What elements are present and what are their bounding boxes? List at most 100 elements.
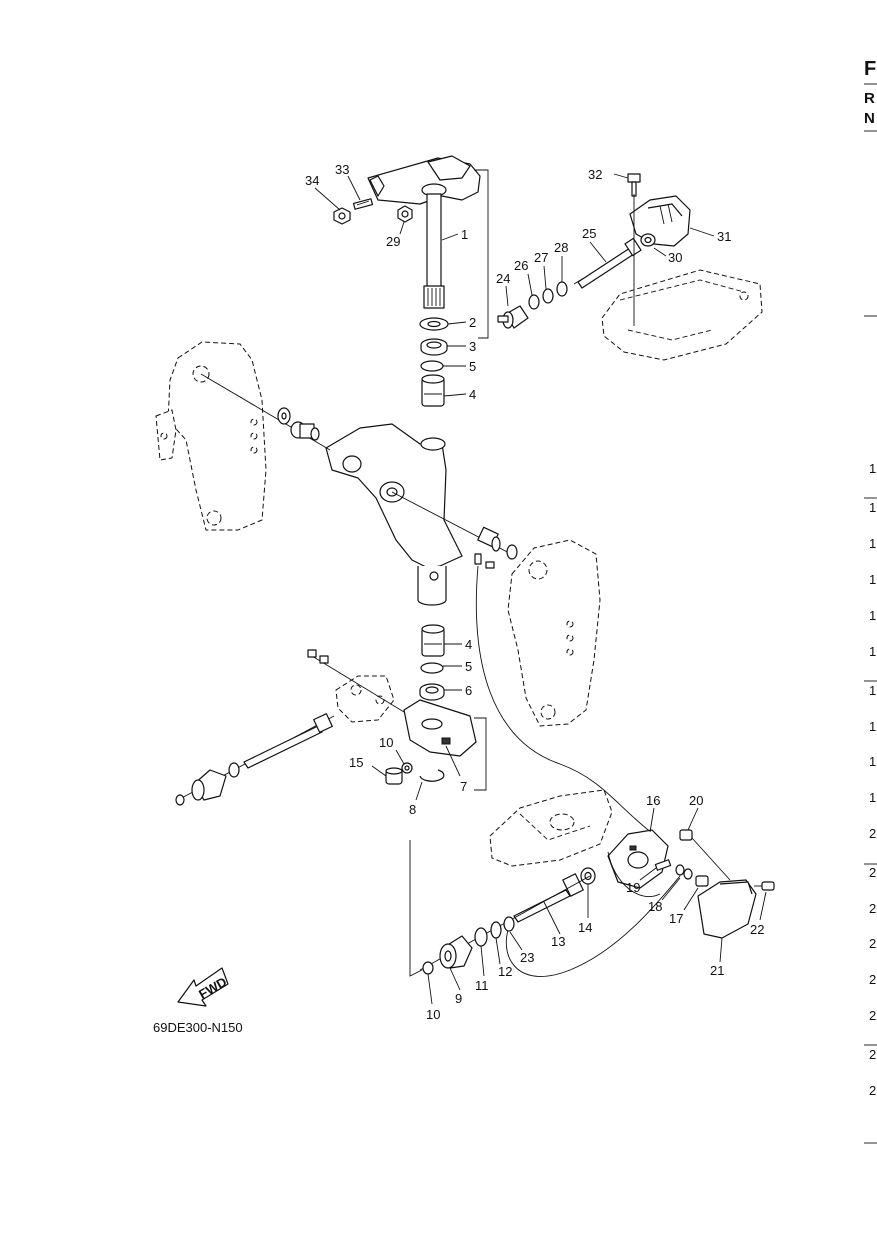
bolt-32 bbox=[627, 173, 641, 197]
tilt-washer-right bbox=[506, 544, 518, 560]
callout-16: 16 bbox=[646, 793, 660, 808]
callout-15: 15 bbox=[349, 755, 363, 770]
steering-arm bbox=[367, 155, 481, 205]
right-edge-rules bbox=[864, 83, 877, 1144]
seal-3 bbox=[420, 338, 448, 356]
callout-5-upper: 5 bbox=[469, 359, 476, 374]
callout-29: 29 bbox=[386, 234, 400, 249]
cover-21 bbox=[697, 879, 757, 939]
edge-char: 1 bbox=[869, 683, 877, 698]
callout-13: 13 bbox=[551, 934, 565, 949]
lower-case-ghost bbox=[489, 789, 613, 867]
leader-lines bbox=[314, 173, 767, 1005]
callout-20: 20 bbox=[689, 793, 703, 808]
edge-char: 1 bbox=[869, 790, 877, 805]
edge-char: 1 bbox=[869, 608, 877, 623]
tilt-bushing-right bbox=[477, 526, 501, 552]
diagram-code: 69DE300-N150 bbox=[153, 1020, 243, 1035]
bolt-17 bbox=[695, 875, 709, 887]
callout-17: 17 bbox=[669, 911, 683, 926]
edge-char: 2 bbox=[869, 865, 877, 880]
callout-7: 7 bbox=[460, 779, 467, 794]
edge-char: 1 bbox=[869, 644, 877, 659]
callout-24: 24 bbox=[496, 271, 510, 286]
edge-char: 2 bbox=[869, 1047, 877, 1062]
washer-10-lower bbox=[422, 961, 434, 975]
callout-4-upper: 4 bbox=[469, 387, 476, 402]
callout-33: 33 bbox=[335, 162, 349, 177]
nut-34 bbox=[333, 207, 351, 225]
edge-letter-f: F bbox=[864, 58, 877, 80]
callout-11: 11 bbox=[475, 978, 489, 993]
edge-letter-n: N bbox=[864, 110, 875, 127]
washer-18 bbox=[675, 864, 693, 880]
seal-6 bbox=[419, 683, 445, 701]
callout-9: 9 bbox=[455, 991, 462, 1006]
callout-6: 6 bbox=[465, 683, 472, 698]
washer-11 bbox=[474, 927, 488, 947]
bolt-33 bbox=[352, 198, 374, 210]
fwd-arrow-icon: FWD bbox=[177, 967, 229, 1007]
callout-25: 25 bbox=[582, 226, 596, 241]
edge-letter-r: R bbox=[864, 90, 875, 107]
callout-2: 2 bbox=[469, 315, 476, 330]
edge-char: 1 bbox=[869, 754, 877, 769]
edge-char: 1 bbox=[869, 719, 877, 734]
washer-12 bbox=[490, 921, 502, 939]
edge-char: 1 bbox=[869, 572, 877, 587]
callout-28: 28 bbox=[554, 240, 568, 255]
callout-31: 31 bbox=[717, 229, 731, 244]
bottom-cowling-ghost bbox=[601, 269, 763, 361]
collar-14 bbox=[580, 867, 596, 885]
mount-9 bbox=[439, 935, 473, 969]
callout-4-lower: 4 bbox=[465, 637, 472, 652]
clamp-bracket-left bbox=[155, 341, 267, 531]
lower-mount-bracket-7 bbox=[403, 699, 477, 757]
steering-shaft bbox=[423, 193, 445, 309]
bushing-4-lower bbox=[421, 624, 445, 657]
edge-char: 2 bbox=[869, 1008, 877, 1023]
collar-30 bbox=[640, 233, 656, 247]
callout-10-upper: 10 bbox=[379, 735, 393, 750]
washer-10-upper bbox=[401, 762, 413, 774]
clamp-bracket-right bbox=[507, 539, 601, 727]
edge-char: 2 bbox=[869, 826, 877, 841]
callout-12: 12 bbox=[498, 964, 512, 979]
callout-8: 8 bbox=[409, 802, 416, 817]
callout-21: 21 bbox=[710, 963, 724, 978]
grease-fitting bbox=[474, 553, 495, 569]
callout-19: 19 bbox=[626, 880, 640, 895]
washer-28 bbox=[556, 281, 568, 297]
tilt-washer-left bbox=[277, 407, 291, 425]
bushing-23 bbox=[503, 916, 515, 932]
edge-char: 2 bbox=[869, 901, 877, 916]
callout-23: 23 bbox=[520, 950, 534, 965]
callout-34: 34 bbox=[305, 173, 319, 188]
bolt-19 bbox=[654, 859, 672, 871]
washer-2 bbox=[419, 317, 449, 331]
bracket-16 bbox=[607, 829, 669, 889]
edge-char: 2 bbox=[869, 1083, 877, 1098]
bolt-ghost-lower-left bbox=[243, 713, 333, 769]
tilt-bushing-left bbox=[290, 421, 320, 441]
bushing-4-upper bbox=[421, 374, 445, 407]
edge-char: 1 bbox=[869, 461, 877, 476]
callout-18: 18 bbox=[648, 899, 662, 914]
joint-24 bbox=[497, 305, 529, 329]
mount-ghost-lower-left bbox=[175, 762, 240, 806]
lower-left-mount-ghost bbox=[335, 675, 395, 723]
washer-26 bbox=[528, 294, 540, 310]
callout-1: 1 bbox=[461, 227, 468, 242]
rod-25 bbox=[573, 237, 642, 289]
cover-31 bbox=[629, 195, 691, 247]
cap-20 bbox=[679, 829, 693, 841]
o-ring-5-lower bbox=[420, 662, 444, 674]
screw-22 bbox=[754, 881, 775, 891]
edge-char: 2 bbox=[869, 972, 877, 987]
cap-15 bbox=[385, 767, 403, 785]
swivel-bracket bbox=[325, 423, 463, 606]
small-nuts-ghost bbox=[307, 649, 329, 664]
clip-8 bbox=[419, 769, 445, 782]
callout-30: 30 bbox=[668, 250, 682, 265]
